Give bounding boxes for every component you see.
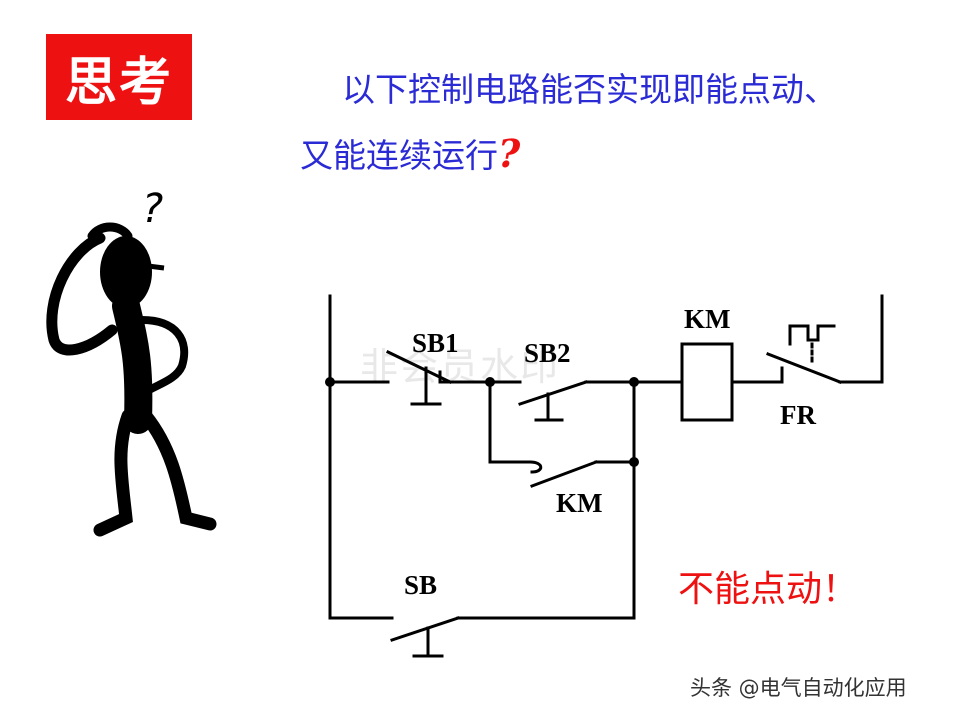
label-sb1: SB1 [412,328,459,358]
figure-left-leg [93,409,135,537]
figure-hand [87,222,133,241]
question-line-2-text: 又能连续运行 [300,136,498,175]
km-holding-contact [528,460,598,488]
label-sb: SB [404,570,438,600]
sb2-pushbutton [518,380,588,422]
question-line-1: 以下控制电路能否实现即能点动、 [342,70,837,109]
question-mark: ? [498,131,521,176]
junction-left [325,377,335,387]
km-coil [680,342,734,422]
figure-raised-arm [46,232,118,356]
fr-thermal-contact [766,324,842,384]
thinking-figure-illustration: ? [46,186,217,537]
label-sb2: SB2 [524,338,571,368]
sb1-pushbutton [385,349,453,406]
figure-hip-arm [138,316,189,398]
label-km-coil: KM [684,304,731,334]
sb-pushbutton [390,616,460,658]
junction-km-branch [629,457,639,467]
junction-right [629,377,639,387]
figure-nose [147,263,165,271]
conclusion-text: 不能点动！ [678,569,859,610]
footer-credit: 头条 @电气自动化应用 [690,676,907,700]
figure-question-mark: ? [142,186,163,232]
figure-head [100,236,152,308]
think-badge: 思考 [46,34,192,120]
question-line-2: 又能连续运行? [300,122,920,188]
junction-sb1-sb2 [485,377,495,387]
label-fr: FR [780,400,816,430]
figure-right-leg [139,409,217,531]
label-km-contact: KM [556,488,603,518]
question-text: 以下控制电路能否实现即能点动、 又能连续运行? [300,58,920,188]
figure-torso [112,292,153,434]
